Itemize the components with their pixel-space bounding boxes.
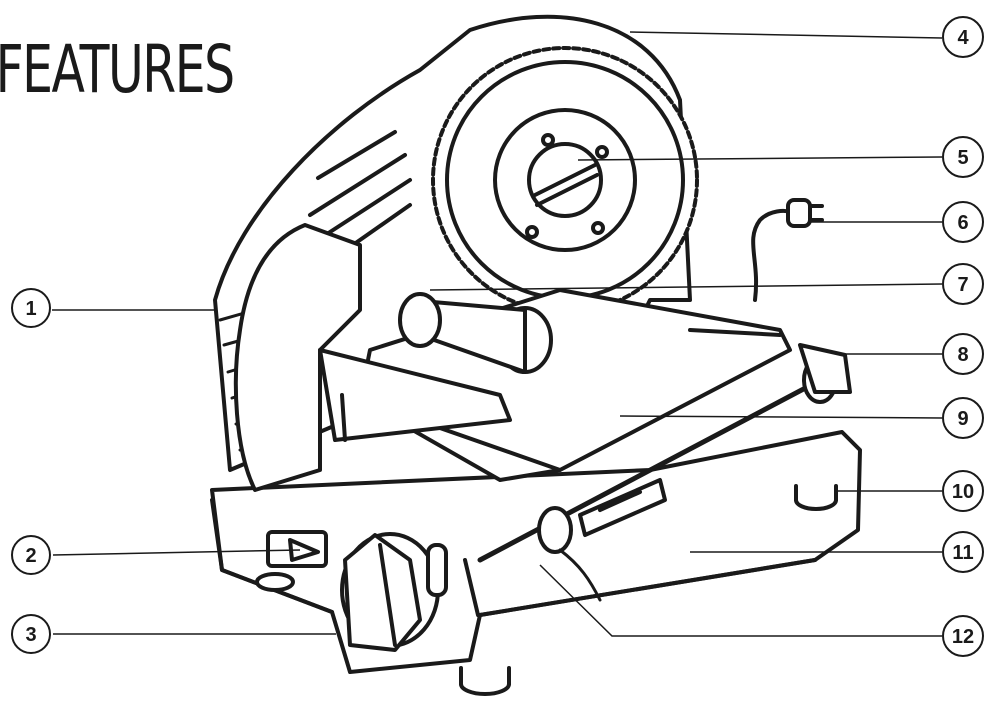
callout-1-circle bbox=[11, 288, 51, 328]
callout-5-circle bbox=[942, 136, 984, 178]
callout-10-circle bbox=[942, 470, 984, 512]
callout-3-label: 3 bbox=[25, 624, 36, 646]
callout-3-circle bbox=[11, 614, 51, 654]
front-rod bbox=[558, 548, 602, 602]
carriage-slide bbox=[578, 478, 667, 537]
callout-11: 11 bbox=[942, 531, 984, 573]
callout-2-label: 2 bbox=[25, 545, 36, 567]
rubber-feet bbox=[255, 484, 838, 696]
end-plate bbox=[233, 223, 512, 492]
callout-7-label: 7 bbox=[957, 274, 968, 296]
callout-8: 8 bbox=[942, 333, 984, 375]
leader-line-2 bbox=[52, 549, 301, 556]
callout-11-circle bbox=[942, 531, 984, 573]
leader-line-7 bbox=[429, 283, 943, 291]
callout-12-circle bbox=[942, 615, 984, 657]
callout-leader-lines bbox=[52, 31, 943, 637]
leader-line-5 bbox=[577, 156, 943, 161]
callout-5-label: 5 bbox=[957, 147, 968, 169]
callout-6: 6 bbox=[942, 201, 984, 243]
leader-line-4 bbox=[629, 31, 943, 39]
callout-4-circle bbox=[942, 16, 984, 58]
callout-2: 2 bbox=[11, 535, 51, 575]
callout-12: 12 bbox=[942, 615, 984, 657]
callout-4-label: 4 bbox=[957, 27, 969, 49]
power-cord bbox=[751, 198, 824, 302]
callout-6-circle bbox=[942, 201, 984, 243]
callout-9-label: 9 bbox=[957, 408, 968, 430]
callout-11-label: 11 bbox=[952, 542, 973, 564]
callout-7: 7 bbox=[942, 263, 984, 305]
callout-10: 10 bbox=[942, 470, 984, 512]
callout-3: 3 bbox=[11, 614, 51, 654]
callout-6-label: 6 bbox=[957, 212, 968, 234]
knob-slot bbox=[426, 543, 448, 597]
callout-10-label: 10 bbox=[952, 481, 974, 503]
callout-2-circle bbox=[11, 535, 51, 575]
power-switch bbox=[266, 530, 328, 568]
carriage-rail bbox=[477, 343, 852, 563]
diagram-title: FEATURES bbox=[0, 31, 234, 108]
callout-1: 1 bbox=[11, 288, 51, 328]
food-pusher bbox=[398, 292, 553, 374]
callout-4: 4 bbox=[942, 16, 984, 58]
leader-line-9 bbox=[619, 415, 943, 419]
callout-8-label: 8 bbox=[957, 344, 968, 366]
callout-8-circle bbox=[942, 333, 984, 375]
meat-slicer-illustration bbox=[210, 14, 862, 696]
callout-1-label: 1 bbox=[25, 298, 36, 320]
callout-7-circle bbox=[942, 263, 984, 305]
callout-9-circle bbox=[942, 397, 984, 439]
blade bbox=[431, 46, 699, 314]
callout-5: 5 bbox=[942, 136, 984, 178]
leader-line-12 bbox=[539, 564, 942, 637]
callout-12-label: 12 bbox=[952, 626, 974, 648]
callout-9: 9 bbox=[942, 397, 984, 439]
thickness-knob bbox=[340, 532, 440, 652]
